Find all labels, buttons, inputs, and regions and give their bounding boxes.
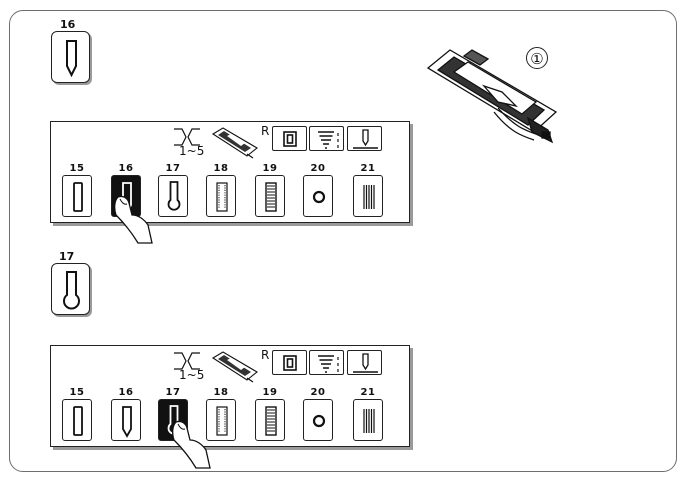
key-number-17: 17	[165, 387, 181, 398]
eyelet-icon	[312, 190, 326, 204]
stitch-density-icon	[318, 355, 339, 373]
key-number-15: 15	[69, 163, 85, 174]
pattern-card-17	[51, 263, 90, 315]
square-buttonhole-icon	[122, 406, 132, 438]
pattern-key-21[interactable]	[353, 175, 383, 217]
needle-icon	[353, 353, 378, 373]
bartack-icon	[363, 409, 375, 433]
key-number-17: 17	[165, 163, 181, 174]
buttonhole-mode-button[interactable]	[272, 126, 307, 151]
lcd-panel-a: 1~5 R 15 16 17 18 19 20 21	[50, 121, 410, 223]
range-label: 1~5	[179, 144, 205, 158]
key-number-19: 19	[262, 387, 278, 398]
key-number-19: 19	[262, 163, 278, 174]
stretch-buttonhole-icon	[216, 406, 228, 436]
r-label: R	[261, 124, 270, 138]
needle-position-button[interactable]	[347, 126, 382, 151]
callout-1: ①	[526, 47, 548, 69]
pattern-key-17[interactable]	[158, 175, 188, 217]
needle-position-button[interactable]	[347, 350, 382, 375]
density-button[interactable]	[309, 350, 344, 375]
needle-icon	[353, 129, 378, 149]
key-number-16: 16	[118, 163, 134, 174]
key-number-21: 21	[360, 387, 376, 398]
instruction-frame	[9, 10, 677, 472]
keyhole-buttonhole-icon	[63, 271, 80, 310]
presser-foot-icon	[211, 351, 258, 383]
pattern-key-20[interactable]	[303, 399, 333, 441]
stitch-density-icon	[318, 131, 339, 149]
satin-buttonhole-icon	[265, 182, 277, 212]
finger-pointer-icon	[114, 195, 153, 244]
stitch-length-icon	[174, 128, 200, 146]
pattern-number-16: 16	[60, 18, 76, 31]
range-label: 1~5	[179, 368, 205, 382]
density-button[interactable]	[309, 126, 344, 151]
buttonhole-foot-illustration	[426, 49, 558, 144]
buttonhole-frame-icon	[283, 131, 297, 147]
keyhole-buttonhole-icon	[167, 181, 181, 211]
bartack-icon	[363, 185, 375, 209]
buttonhole-mode-button[interactable]	[272, 350, 307, 375]
square-buttonhole-icon	[66, 40, 77, 78]
r-label: R	[261, 348, 270, 362]
eyelet-icon	[312, 414, 326, 428]
pattern-key-20[interactable]	[303, 175, 333, 217]
pattern-key-18[interactable]	[206, 175, 236, 217]
stretch-buttonhole-icon	[216, 182, 228, 212]
finger-pointer-icon	[172, 420, 211, 469]
key-number-18: 18	[213, 387, 229, 398]
pattern-card-16	[51, 31, 90, 83]
key-number-18: 18	[213, 163, 229, 174]
satin-buttonhole-icon	[265, 406, 277, 436]
pattern-key-19[interactable]	[255, 175, 285, 217]
key-number-20: 20	[310, 387, 326, 398]
presser-foot-icon	[211, 127, 258, 159]
pattern-number-17: 17	[59, 250, 75, 263]
lcd-panel-b: 1~5 R 15 16 17 18 19 20 21	[50, 345, 410, 447]
buttonhole-frame-icon	[283, 355, 297, 371]
pattern-key-15[interactable]	[62, 399, 92, 441]
key-number-15: 15	[69, 387, 85, 398]
pattern-key-16[interactable]	[111, 399, 141, 441]
key-number-20: 20	[310, 163, 326, 174]
key-number-16: 16	[118, 387, 134, 398]
pattern-key-18[interactable]	[206, 399, 236, 441]
stitch-length-icon	[174, 352, 200, 370]
round-end-buttonhole-icon	[73, 406, 83, 436]
round-end-buttonhole-icon	[73, 182, 83, 212]
pattern-key-15[interactable]	[62, 175, 92, 217]
key-number-21: 21	[360, 163, 376, 174]
pattern-key-19[interactable]	[255, 399, 285, 441]
pattern-key-21[interactable]	[353, 399, 383, 441]
